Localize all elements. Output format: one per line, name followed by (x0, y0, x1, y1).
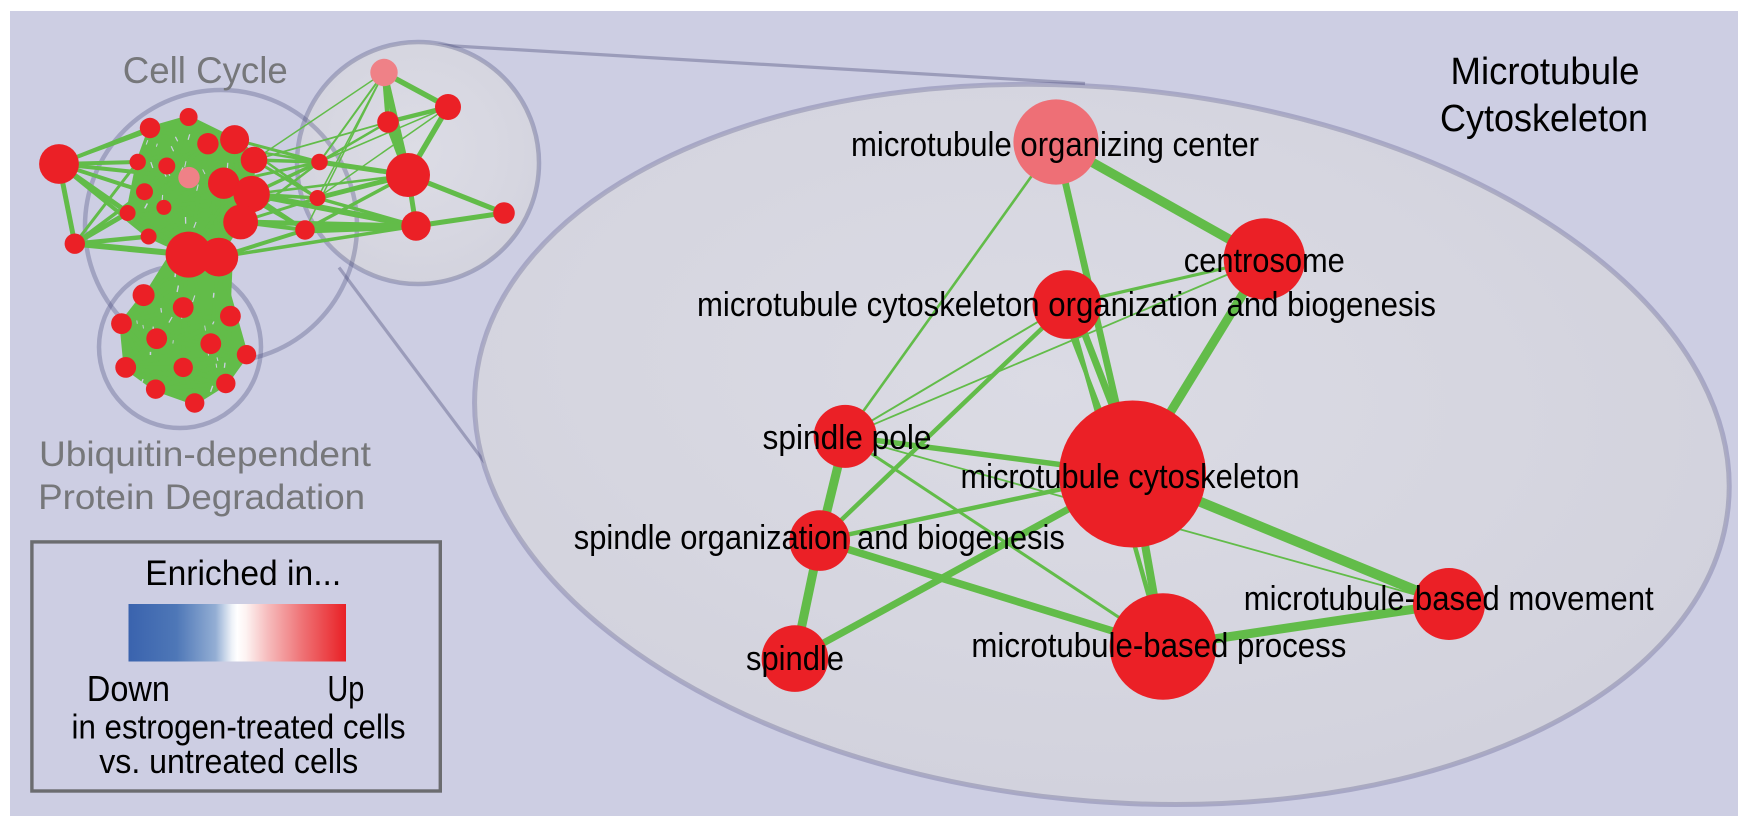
svg-text:microtubule cytoskeleton: microtubule cytoskeleton (961, 458, 1300, 496)
svg-text:vs. untreated cells: vs. untreated cells (99, 743, 358, 781)
svg-text:Ubiquitin-dependent: Ubiquitin-dependent (39, 434, 371, 474)
svg-text:Cytoskeleton: Cytoskeleton (1440, 98, 1648, 140)
svg-text:Cell Cycle: Cell Cycle (123, 50, 288, 91)
svg-text:Enriched in...: Enriched in... (145, 554, 341, 593)
svg-text:spindle organization and bioge: spindle organization and biogenesis (574, 519, 1065, 557)
svg-text:Microtubule: Microtubule (1451, 51, 1640, 93)
svg-text:centrosome: centrosome (1184, 242, 1345, 280)
svg-text:in estrogen-treated cells: in estrogen-treated cells (72, 709, 406, 747)
svg-text:Down: Down (87, 668, 170, 709)
svg-text:microtubule-based process: microtubule-based process (971, 627, 1346, 665)
svg-text:Protein Degradation: Protein Degradation (38, 477, 365, 517)
svg-text:spindle: spindle (746, 640, 844, 678)
svg-text:spindle pole: spindle pole (763, 419, 932, 457)
svg-text:microtubule-based movement: microtubule-based movement (1244, 580, 1654, 618)
svg-text:microtubule cytoskeleton organ: microtubule cytoskeleton organization an… (697, 286, 1436, 324)
svg-text:microtubule organizing center: microtubule organizing center (851, 126, 1259, 164)
svg-text:Up: Up (327, 668, 364, 709)
